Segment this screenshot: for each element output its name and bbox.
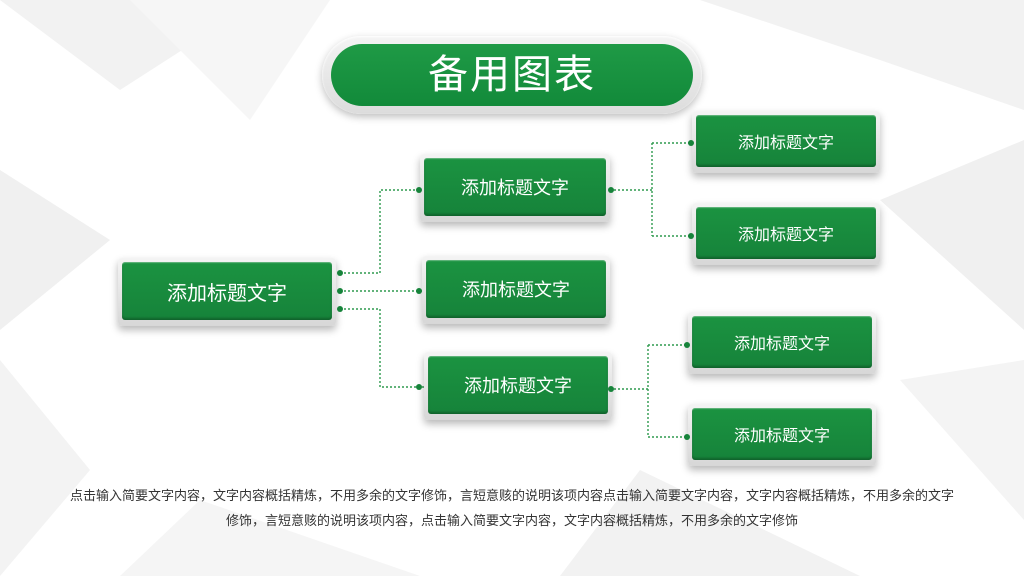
node-leaf-1-label: 添加标题文字 <box>696 115 876 167</box>
node-leaf-2-label: 添加标题文字 <box>696 207 876 259</box>
connector-dot <box>337 306 343 312</box>
connector-dot <box>337 288 343 294</box>
connector-dot <box>608 187 614 193</box>
node-root[interactable]: 添加标题文字 <box>118 258 336 326</box>
connector-dot <box>416 288 422 294</box>
node-leaf-4-label: 添加标题文字 <box>692 408 872 460</box>
node-mid-bottom[interactable]: 添加标题文字 <box>424 352 612 420</box>
node-mid-top[interactable]: 添加标题文字 <box>420 154 610 222</box>
node-leaf-1[interactable]: 添加标题文字 <box>692 111 880 173</box>
connector-dot <box>608 386 614 392</box>
page-title: 备用图表 <box>331 44 693 106</box>
node-mid-bottom-label: 添加标题文字 <box>428 356 608 414</box>
connector-dot <box>684 342 690 348</box>
node-leaf-4[interactable]: 添加标题文字 <box>688 404 876 466</box>
description-text: 点击输入简要文字内容，文字内容概括精炼，不用多余的文字修饰，言短意赅的说明该项内… <box>70 489 955 529</box>
node-leaf-3[interactable]: 添加标题文字 <box>688 312 876 374</box>
connector-dot <box>416 384 422 390</box>
title-banner: 备用图表 <box>322 36 702 114</box>
connector-dot <box>337 270 343 276</box>
connector-dot <box>684 434 690 440</box>
node-mid-center-label: 添加标题文字 <box>426 260 606 318</box>
node-mid-center[interactable]: 添加标题文字 <box>422 256 610 324</box>
node-leaf-2[interactable]: 添加标题文字 <box>692 203 880 265</box>
connector-dot <box>688 140 694 146</box>
node-mid-top-label: 添加标题文字 <box>424 158 606 216</box>
connector-dot <box>416 187 422 193</box>
connector-dot <box>688 233 694 239</box>
node-leaf-3-label: 添加标题文字 <box>692 316 872 368</box>
node-root-label: 添加标题文字 <box>122 262 332 320</box>
